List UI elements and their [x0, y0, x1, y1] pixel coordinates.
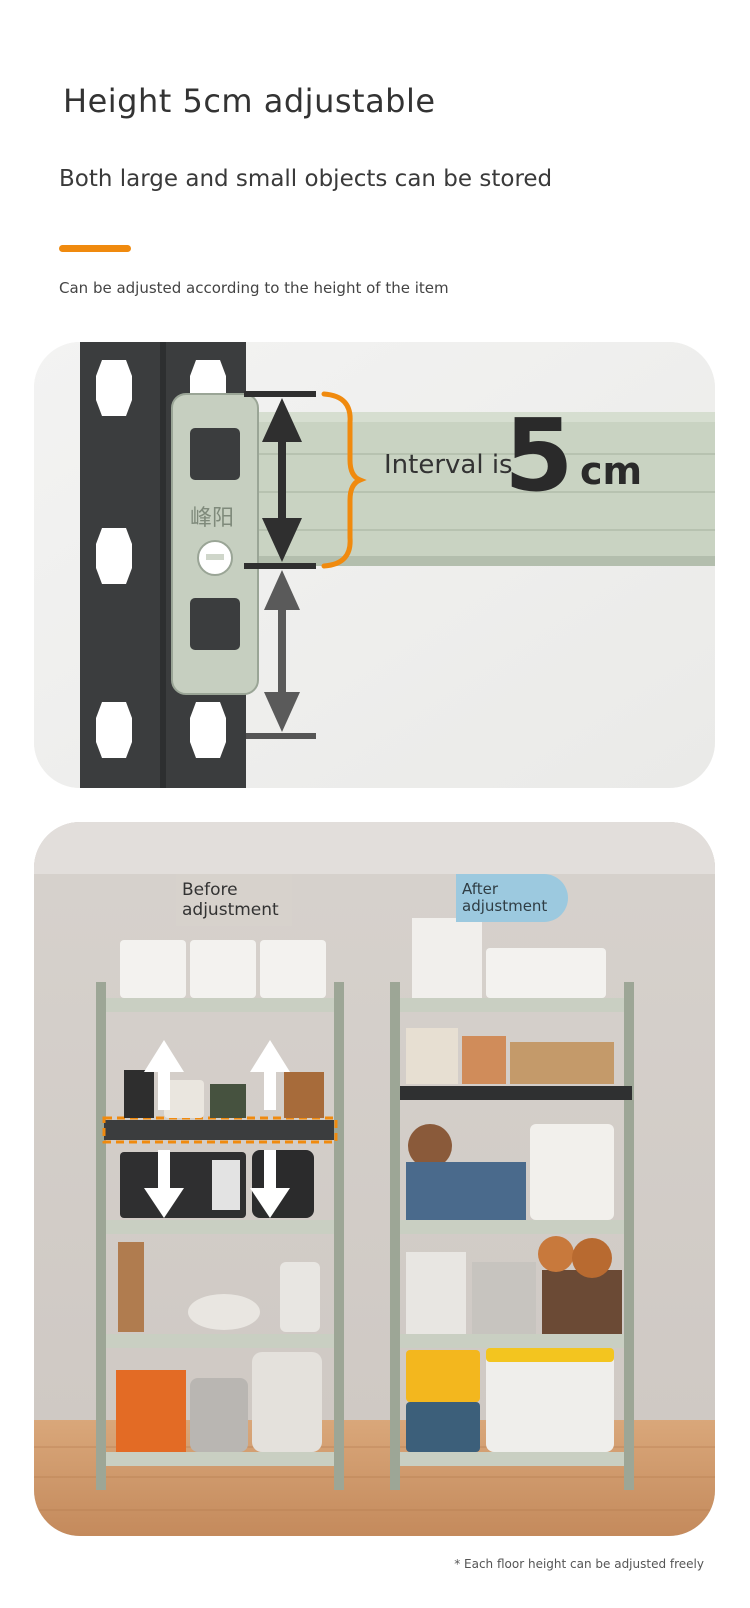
- footnote: * Each floor height can be adjusted free…: [454, 1557, 704, 1571]
- shelves-illustration: [34, 822, 715, 1536]
- dimension-lines: [244, 391, 316, 569]
- before-adjustment-tag: Before adjustment: [176, 874, 292, 926]
- adjust-arrows: [144, 1040, 290, 1218]
- column-slots: [96, 360, 226, 758]
- page-description: Can be adjusted according to the height …: [59, 279, 449, 297]
- interval-value: 5: [504, 397, 574, 514]
- interval-detail-image: 峰阳 Interval is 5 cm: [34, 342, 715, 788]
- comparison-image: Before adjustment After adjustment: [34, 822, 715, 1536]
- page-title: Height 5cm adjustable: [63, 82, 436, 120]
- interval-unit: cm: [580, 449, 643, 493]
- shelf-beam: [248, 412, 715, 566]
- interval-label: Interval is: [384, 450, 513, 480]
- lower-arrow: [264, 570, 300, 732]
- page-subtitle: Both large and small objects can be stor…: [59, 166, 553, 192]
- shelf-column-illustration: [34, 342, 715, 788]
- accent-divider: [59, 245, 131, 252]
- after-adjustment-tag: After adjustment: [456, 874, 568, 922]
- shelf-before: [96, 940, 344, 1490]
- brand-mark: 峰阳: [190, 506, 235, 531]
- upper-arrow: [262, 398, 302, 562]
- orange-brace: [321, 391, 367, 569]
- shelf-after: [390, 918, 634, 1490]
